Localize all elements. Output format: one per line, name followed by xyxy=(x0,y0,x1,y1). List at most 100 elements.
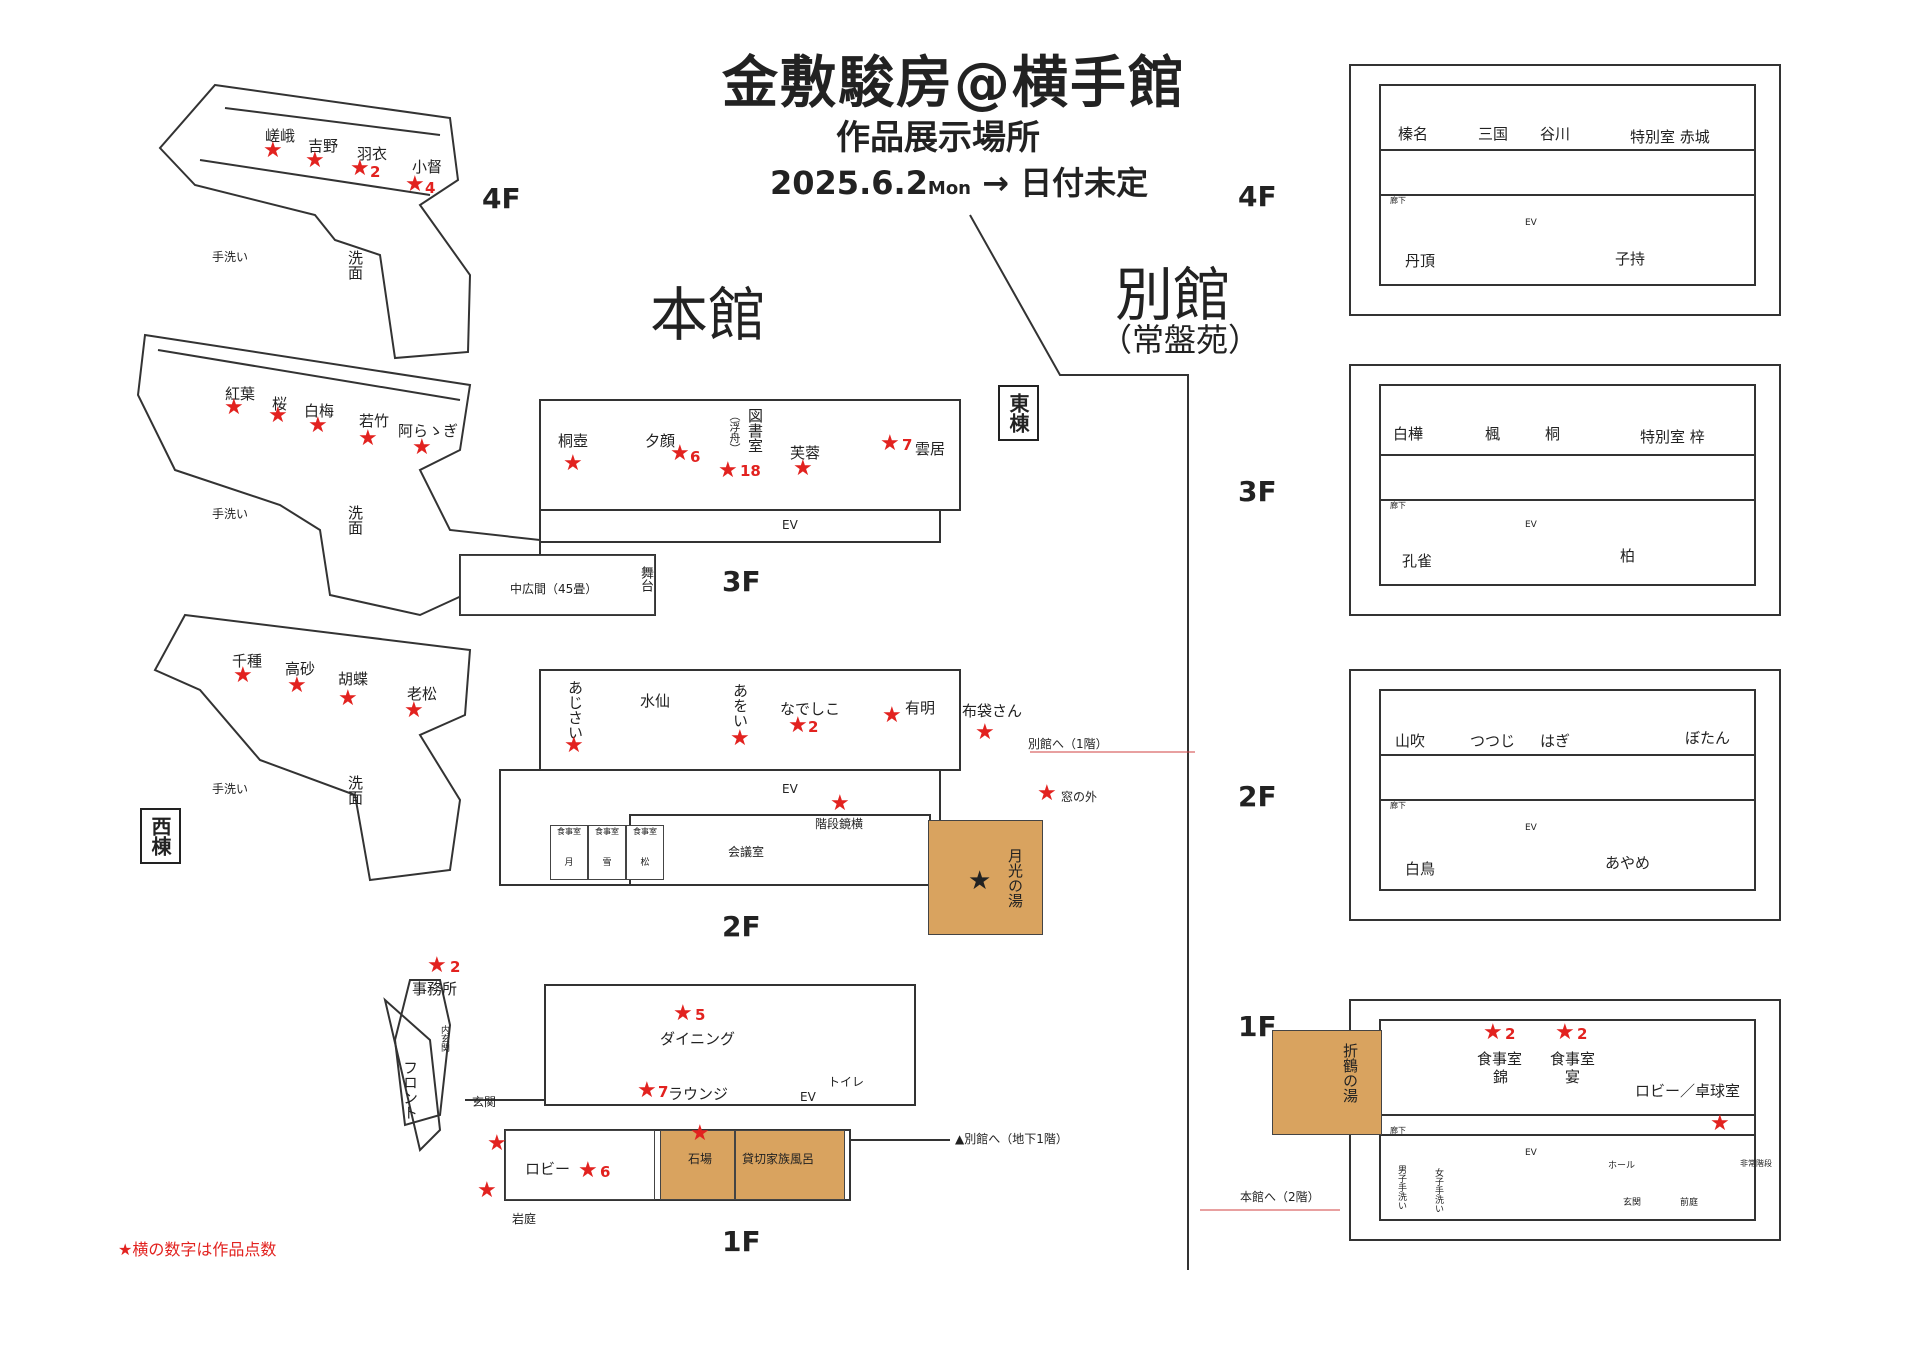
annex-floor-3f: 3F xyxy=(1238,475,1277,508)
date-text: 2025.6.2 xyxy=(770,164,928,202)
room-wakatake: 若竹 xyxy=(359,412,390,430)
inner-entrance-label: 内玄関 xyxy=(439,1025,449,1052)
moonbath-label: 月光の湯 xyxy=(1006,848,1024,908)
room-ayame: あやめ xyxy=(1605,854,1651,872)
star-marker: ★ xyxy=(880,431,900,456)
ev-label: EV xyxy=(782,518,798,532)
star-marker: ★ xyxy=(412,435,432,460)
star-marker: ★ xyxy=(1555,1020,1575,1045)
to-annex-label: 別館へ（1階） xyxy=(1028,737,1108,751)
origami-bath-label: 折鶴の湯 xyxy=(1341,1043,1359,1103)
room-fuyou: 芙蓉 xyxy=(790,444,821,462)
star-marker: ★ xyxy=(564,733,584,758)
star-marker: ★ xyxy=(1037,781,1057,806)
stage-label: 舞台 xyxy=(638,566,653,592)
mens-restroom-label: 男子手洗い xyxy=(1396,1165,1406,1210)
main-floor-3f: 3F xyxy=(722,565,761,598)
dining-name: 月 xyxy=(564,858,574,868)
room-tsutsuji: つつじ xyxy=(1470,732,1516,750)
star-marker: ★ xyxy=(637,1078,657,1103)
room-kochou: 胡蝶 xyxy=(338,670,369,688)
star-marker: ★ xyxy=(793,456,813,481)
entrance-label: 玄関 xyxy=(472,1095,497,1109)
count-lobby: 6 xyxy=(600,1163,611,1181)
stonebath-room xyxy=(660,1130,735,1200)
ev-label: EV xyxy=(782,782,798,796)
count-nadeshiko: 2 xyxy=(808,718,819,736)
star-marker: ★ xyxy=(350,156,370,181)
star-marker: ★ xyxy=(287,673,307,698)
room-kashiwa: 柏 xyxy=(1620,547,1636,565)
room-hagi: はぎ xyxy=(1540,732,1571,750)
room-chigusa: 千種 xyxy=(232,652,263,670)
room-komochi: 子持 xyxy=(1615,250,1646,268)
annex-floor-1f: 1F xyxy=(1238,1010,1277,1043)
to-annex-b1-label: ▲別館へ（地下1階） xyxy=(955,1132,1068,1146)
room-library: 図書室 xyxy=(746,408,764,453)
room-yugao: 夕顔 xyxy=(645,432,676,450)
star-marker: ★ xyxy=(405,172,425,197)
star-marker: ★ xyxy=(477,1178,497,1203)
star-marker: ★ xyxy=(358,426,378,451)
count-dining: 5 xyxy=(695,1006,706,1024)
star-marker: ★ xyxy=(224,395,244,420)
annex-building-sub: （常盤苑） xyxy=(1100,321,1261,359)
star-marker: ★ xyxy=(673,1001,693,1026)
exhibition-date: 2025.6.2Mon → 日付未定 xyxy=(770,158,1148,204)
dining-label: ダイニング xyxy=(660,1030,736,1048)
annex-building-label: 別館 xyxy=(1115,261,1232,329)
front-garden-label: 前庭 xyxy=(1680,1198,1699,1208)
count-dining1: 2 xyxy=(1505,1025,1516,1043)
main-floor-1f: 1F xyxy=(722,1225,761,1258)
room-ajisai: あじさい xyxy=(566,680,584,740)
lobby-tabletennis-label: ロビー／卓球室 xyxy=(1635,1082,1741,1100)
corridor-label: 廊下 xyxy=(1390,196,1406,205)
star-marker: ★ xyxy=(730,726,750,751)
star-marker: ★ xyxy=(1710,1111,1730,1136)
entrance-label: 玄関 xyxy=(1623,1198,1642,1208)
room-kiritsubo: 桐壺 xyxy=(558,432,589,450)
star-marker: ★ xyxy=(788,713,808,738)
room-kaede: 楓 xyxy=(1485,425,1501,443)
window-label: 窓の外 xyxy=(1061,790,1098,804)
star-marker: ★ xyxy=(305,148,325,173)
dining1-top: 食事室 xyxy=(1477,1050,1523,1068)
rockgarden-label: 岩庭 xyxy=(512,1212,537,1226)
room-shirakaba: 白樺 xyxy=(1393,425,1424,443)
room-mikuni: 三国 xyxy=(1478,125,1509,143)
room-kogou: 小督 xyxy=(412,158,443,176)
ev-label: EV xyxy=(1525,1148,1537,1158)
room-suisen: 水仙 xyxy=(640,692,671,710)
corridor-label: 廊下 xyxy=(1390,501,1406,510)
dining1-name: 錦 xyxy=(1493,1068,1509,1086)
black-star-marker: ★ xyxy=(968,866,992,896)
stairs-mirror-label: 階段鏡横 xyxy=(815,817,864,831)
room-saga: 嵯峨 xyxy=(265,127,296,145)
count-kogou: 4 xyxy=(425,179,436,197)
dining-room-yuki: 食事室 雪 xyxy=(588,825,626,880)
page-subtitle: 作品展示場所 xyxy=(836,118,1040,158)
page-title: 金敷駿房@横手館 xyxy=(722,51,1186,116)
room-yamabuki: 山吹 xyxy=(1395,732,1426,750)
room-akagi: 特別室 赤城 xyxy=(1630,128,1710,146)
dining-name: 松 xyxy=(640,858,650,868)
dining-name: 雪 xyxy=(602,858,612,868)
stonebath-label: 石場 xyxy=(688,1152,713,1166)
hall-label: ホール xyxy=(1608,1161,1636,1171)
lounge-label: ラウンジ xyxy=(668,1085,729,1103)
count-office: 2 xyxy=(450,958,461,976)
dining-room-tsuki: 食事室 月 xyxy=(550,825,588,880)
count-library: 18 xyxy=(740,462,761,480)
lobby-room xyxy=(505,1130,655,1200)
room-nadeshiko: なでしこ xyxy=(780,700,841,718)
room-ariake: 有明 xyxy=(905,699,936,717)
toilet-label: トイレ xyxy=(828,1075,865,1089)
sink-label: 洗面 xyxy=(346,250,364,280)
room-tancho: 丹頂 xyxy=(1405,252,1436,270)
star-marker: ★ xyxy=(268,403,288,428)
familybath-label: 貸切家族風呂 xyxy=(742,1152,815,1166)
legend-note: ★横の数字は作品点数 xyxy=(118,1240,277,1259)
hall-room xyxy=(460,555,655,615)
front-label: フロント xyxy=(401,1060,419,1120)
dining-room-matsu: 食事室 松 xyxy=(626,825,664,880)
